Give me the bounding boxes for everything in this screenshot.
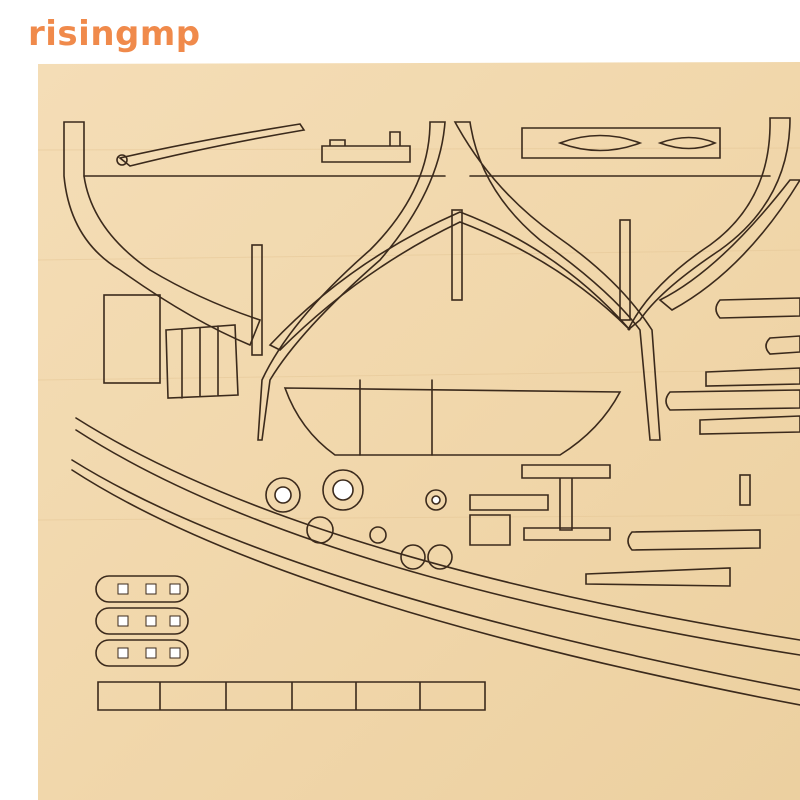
stick-part bbox=[619, 219, 631, 321]
bracket-part bbox=[321, 131, 411, 163]
ring-part bbox=[400, 544, 426, 570]
stick-part bbox=[451, 209, 463, 301]
cut-lines bbox=[63, 117, 800, 711]
hull-rail bbox=[71, 469, 800, 706]
ring-part bbox=[369, 526, 387, 544]
cannon-part bbox=[665, 389, 800, 411]
hull-frame-left bbox=[63, 121, 262, 347]
bowsprit-part bbox=[118, 123, 306, 167]
ring-part bbox=[425, 489, 447, 511]
stick-part bbox=[251, 244, 263, 356]
deck-piece bbox=[283, 387, 622, 456]
ring-part bbox=[427, 544, 453, 570]
cannon-part bbox=[765, 335, 800, 355]
plywood-sheet bbox=[38, 62, 800, 800]
right-frame-curve bbox=[658, 179, 800, 311]
stick-part bbox=[739, 474, 751, 506]
ring-part bbox=[322, 469, 364, 511]
fitting-part bbox=[521, 464, 611, 541]
barrel-parts bbox=[165, 324, 239, 399]
gear-part bbox=[306, 516, 334, 544]
hull-rail bbox=[75, 417, 800, 641]
inner-frame-curve bbox=[268, 211, 631, 351]
cannon-part bbox=[699, 415, 800, 435]
cannon-part bbox=[627, 529, 761, 551]
hull-frame-arch-3 bbox=[627, 117, 791, 331]
hull-rail bbox=[75, 429, 800, 656]
bottom-strip bbox=[97, 681, 486, 711]
cannon-part bbox=[705, 367, 800, 387]
fitting-part bbox=[469, 494, 549, 546]
hull-frame-arch-2 bbox=[453, 121, 661, 441]
square-panel bbox=[103, 294, 161, 384]
hull-frame-arch-1 bbox=[257, 121, 446, 441]
wood-grain bbox=[37, 147, 800, 521]
hull-rail bbox=[71, 459, 800, 691]
decorative-strip bbox=[521, 127, 721, 159]
brand-watermark-overlay: risingmp bbox=[28, 14, 201, 54]
grating-holes bbox=[117, 583, 181, 659]
ring-part bbox=[265, 477, 301, 513]
cannon-part bbox=[715, 297, 800, 319]
oval-grating-parts bbox=[95, 575, 189, 667]
cannon-part bbox=[585, 567, 731, 587]
